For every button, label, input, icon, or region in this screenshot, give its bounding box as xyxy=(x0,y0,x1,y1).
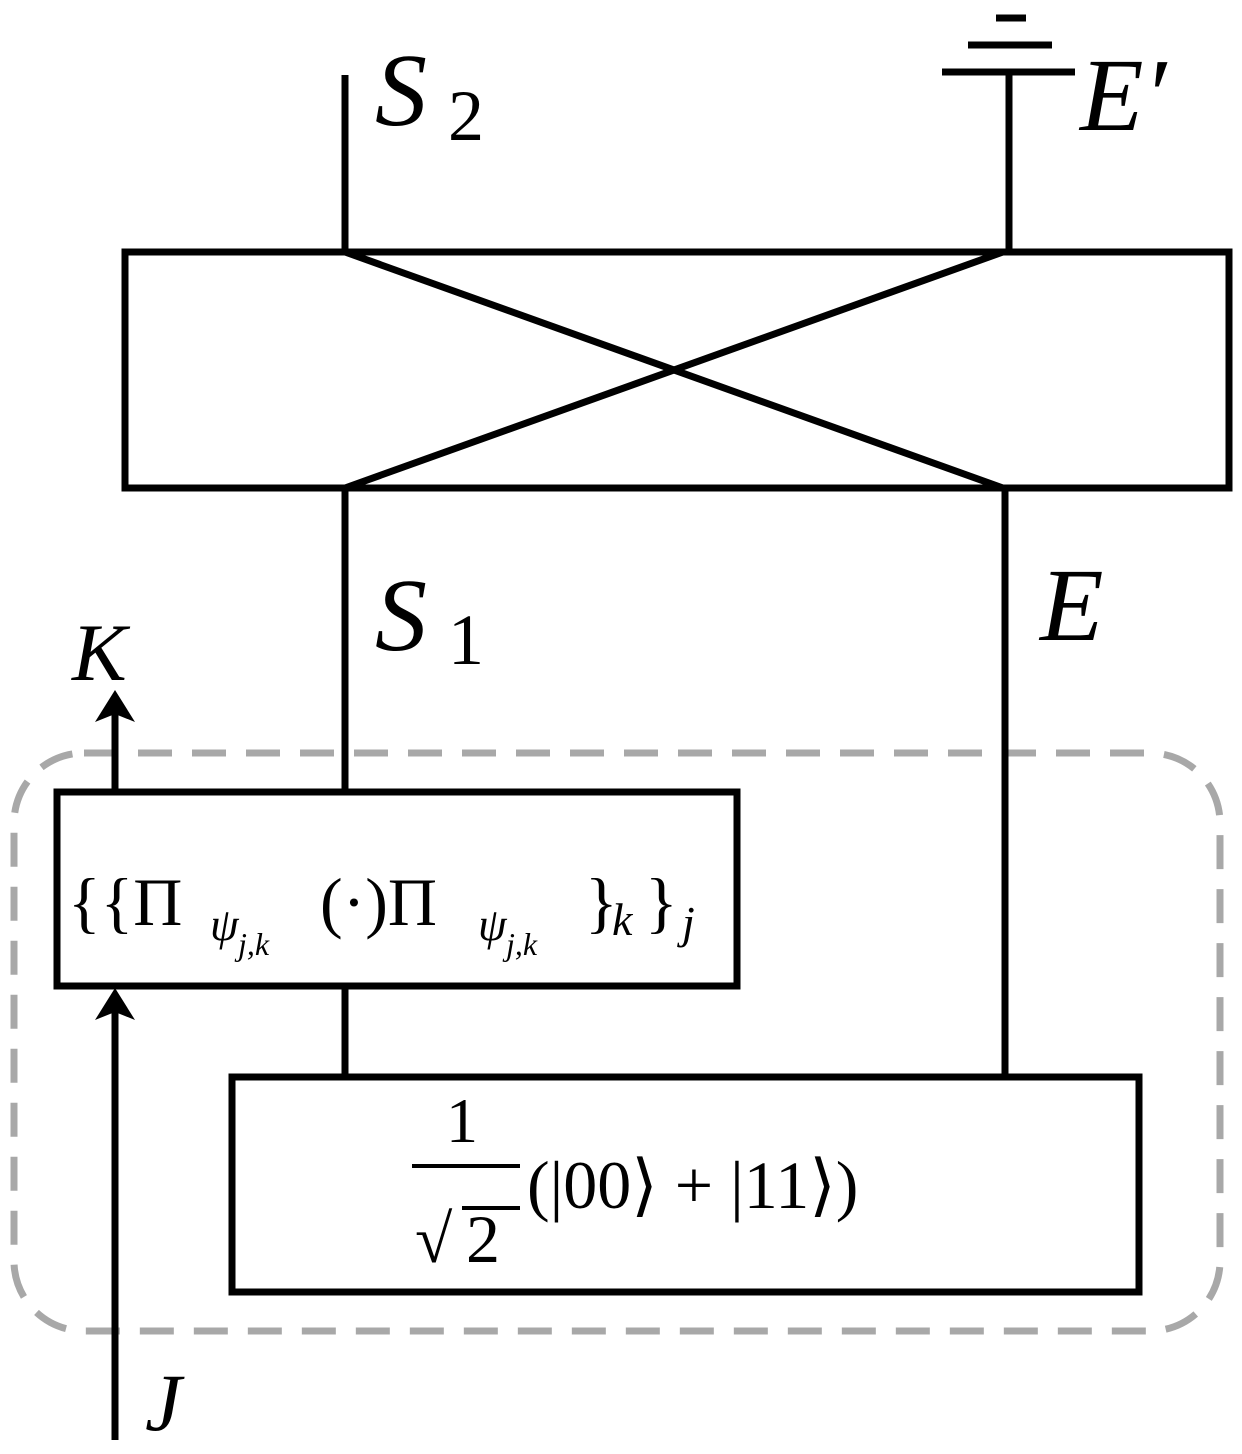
svg-text:{{Π: {{Π xyxy=(68,864,182,940)
discard-ground-icon xyxy=(942,14,1075,76)
arrow-up-icon xyxy=(95,988,135,1020)
measurement-formula: {{Π ψ j,k (·)Π ψ j,k } k } j xyxy=(68,864,695,962)
swap-cross-line-2 xyxy=(343,248,1005,492)
label-k: K xyxy=(71,607,131,698)
measurement-box xyxy=(53,788,741,990)
label-e-prime: E′ xyxy=(1078,38,1169,153)
svg-text:}: } xyxy=(585,864,618,940)
svg-text:1: 1 xyxy=(446,1085,478,1156)
svg-text:2: 2 xyxy=(466,1201,500,1277)
bell-state-formula: 1 √ 2 (|00⟩ + |11⟩) xyxy=(412,1085,858,1277)
label-s2: S xyxy=(375,33,427,148)
svg-text:√: √ xyxy=(415,1201,453,1277)
svg-text:ψ: ψ xyxy=(210,899,240,950)
svg-text:ψ: ψ xyxy=(478,899,508,950)
svg-text:k: k xyxy=(612,894,634,945)
label-s1: S xyxy=(375,558,427,673)
svg-text:j,k: j,k xyxy=(234,926,270,962)
bell-state-box xyxy=(228,1073,1143,1296)
svg-text:(|00⟩ + |11⟩): (|00⟩ + |11⟩) xyxy=(527,1147,858,1223)
arrow-up-icon xyxy=(95,690,135,722)
svg-text:j,k: j,k xyxy=(502,926,538,962)
svg-text:(·)Π: (·)Π xyxy=(320,864,437,940)
svg-text:j: j xyxy=(677,897,695,948)
label-e: E xyxy=(1038,548,1104,663)
label-s2-subscript: 2 xyxy=(448,76,484,156)
label-s1-subscript: 1 xyxy=(448,600,484,680)
svg-text:}: } xyxy=(645,864,678,940)
label-j: J xyxy=(145,1357,185,1448)
